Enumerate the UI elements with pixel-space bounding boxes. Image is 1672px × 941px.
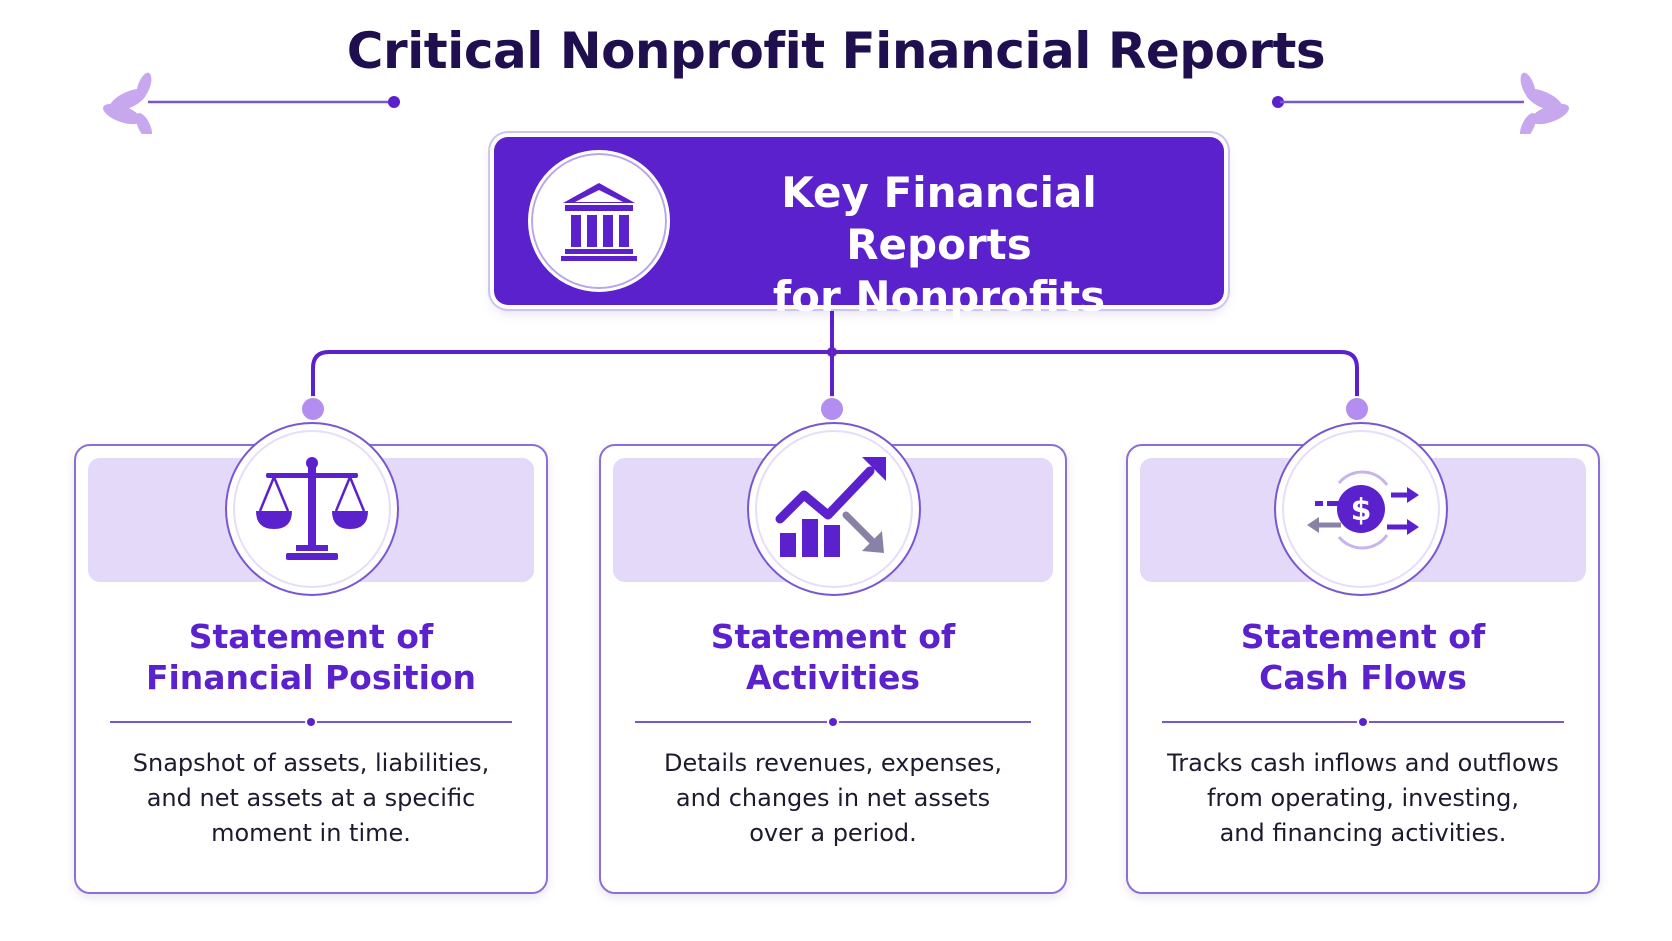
svg-text:$: $ — [1351, 493, 1372, 528]
root-icon-circle — [528, 150, 670, 292]
card-icon-circle — [225, 422, 399, 596]
junction-dot — [827, 347, 837, 357]
root-label-line-1: Key Financial Reports — [781, 168, 1097, 269]
branch-line — [311, 350, 1359, 407]
page-title: Critical Nonprofit Financial Reports — [346, 22, 1326, 80]
card-financial-position: Statement of Financial Position Snapshot… — [74, 422, 548, 894]
left-leaf-ornament — [103, 72, 400, 134]
balance-scale-icon — [256, 457, 368, 560]
root-label: Key Financial Reports for Nonprofits — [684, 167, 1194, 323]
card-desc-line-1: Snapshot of assets, liabilities, — [132, 749, 490, 777]
card-cash-flows: $ Statement of Cash Flows Tracks cash in… — [1126, 422, 1600, 894]
card-desc-line-2: from operating, investing, — [1206, 784, 1520, 812]
node-left — [300, 396, 326, 422]
card-title: Statement of Cash Flows — [1128, 616, 1598, 698]
card-desc-line-2: and changes in net assets — [675, 784, 991, 812]
card-title-line-2: Financial Position — [145, 658, 477, 697]
card-desc-line-1: Details revenues, expenses, — [663, 749, 1002, 777]
card-icon-circle: $ — [1274, 422, 1448, 596]
card-desc-line-3: and financing activities. — [1219, 819, 1507, 847]
card-title: Statement of Financial Position — [76, 616, 546, 698]
card-desc-line-3: moment in time. — [211, 819, 411, 847]
node-center — [819, 396, 845, 422]
cash-flow-icon: $ — [1307, 470, 1419, 550]
card-description: Details revenues, expenses, and changes … — [621, 746, 1045, 851]
card-divider — [1162, 716, 1564, 728]
card-title-line-2: Cash Flows — [1259, 658, 1467, 697]
root-label-line-2: for Nonprofits — [772, 272, 1106, 321]
bank-building-icon — [561, 183, 637, 261]
node-right — [1344, 396, 1370, 422]
card-icon-circle — [747, 422, 921, 596]
card-desc-line-3: over a period. — [749, 819, 917, 847]
card-title: Statement of Activities — [601, 616, 1065, 698]
trend-chart-icon — [775, 457, 886, 557]
card-divider — [110, 716, 512, 728]
card-description: Snapshot of assets, liabilities, and net… — [96, 746, 526, 851]
card-title-line-2: Activities — [745, 658, 921, 697]
card-description: Tracks cash inflows and outflows from op… — [1148, 746, 1578, 851]
card-activities: Statement of Activities Details revenues… — [599, 422, 1067, 894]
card-divider — [635, 716, 1031, 728]
card-title-line-1: Statement of — [710, 617, 956, 656]
right-leaf-ornament — [1272, 72, 1569, 134]
card-desc-line-1: Tracks cash inflows and outflows — [1167, 749, 1559, 777]
card-desc-line-2: and net assets at a specific — [146, 784, 476, 812]
root-node: Key Financial Reports for Nonprofits — [494, 137, 1224, 321]
card-title-line-1: Statement of — [1240, 617, 1486, 656]
card-title-line-1: Statement of — [188, 617, 434, 656]
